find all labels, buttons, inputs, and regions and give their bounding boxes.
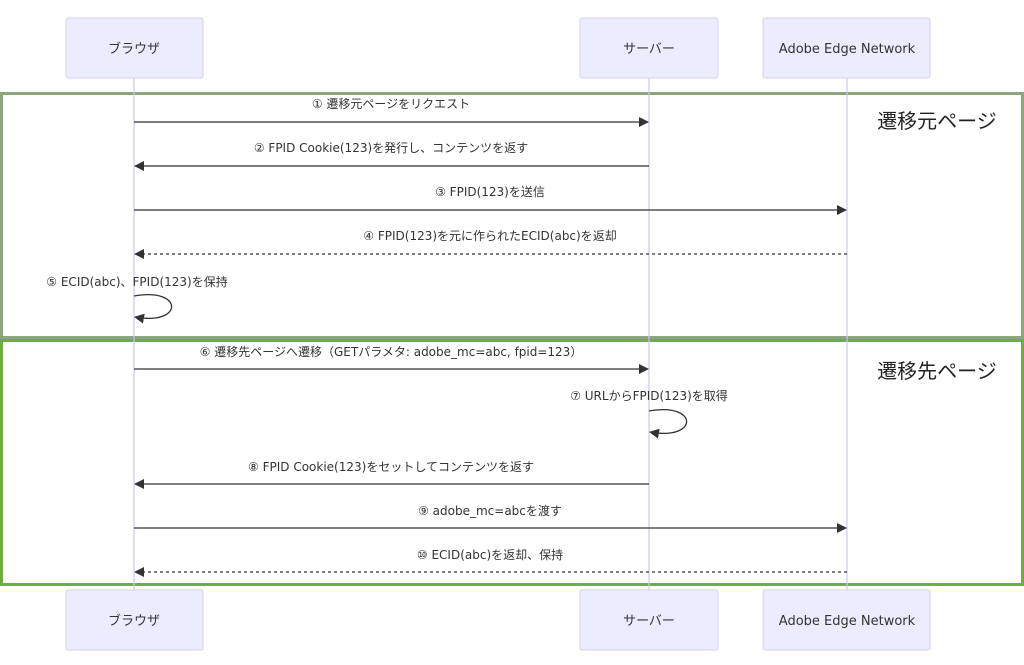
actor-browser-top: ブラウザ (65, 17, 204, 79)
message-5: ⑤ ECID(abc)、FPID(123)を保持 (46, 274, 228, 324)
actor-edge-network-bottom: Adobe Edge Network (762, 589, 931, 651)
actor-label: サーバー (623, 42, 675, 57)
message-3: ③ FPID(123)を送信 (134, 184, 847, 215)
message-10: ⑩ ECID(abc)を返却、保持 (134, 547, 847, 577)
message-3-label: ③ FPID(123)を送信 (435, 184, 545, 199)
actor-browser-bottom: ブラウザ (65, 589, 204, 651)
message-1-label: ① 遷移元ページをリクエスト (312, 97, 470, 111)
actor-edge-network-top: Adobe Edge Network (762, 17, 931, 79)
message-6-label: ⑥ 遷移先ページへ遷移（GETパラメタ: adobe_mc=abc, fpid=… (200, 345, 583, 359)
actor-label: サーバー (623, 614, 675, 629)
actor-label: Adobe Edge Network (779, 614, 916, 629)
message-7-label: ⑦ URLからFPID(123)を取得 (570, 388, 728, 403)
actor-server-top: サーバー (579, 17, 719, 79)
message-8-label: ⑧ FPID Cookie(123)をセットしてコンテンツを返す (248, 460, 534, 474)
message-7-self-loop-arrow (648, 409, 688, 439)
actor-label: ブラウザ (108, 613, 160, 629)
section-label-destination-page: 遷移先ページ (877, 359, 997, 383)
message-6: ⑥ 遷移先ページへ遷移（GETパラメタ: adobe_mc=abc, fpid=… (134, 345, 649, 374)
section-label-source-page: 遷移元ページ (877, 109, 997, 133)
message-4-label: ④ FPID(123)を元に作られたECID(abc)を返却 (363, 229, 616, 243)
actor-label: Adobe Edge Network (779, 42, 916, 57)
message-9: ⑨ adobe_mc=abcを渡す (134, 503, 847, 533)
section-frame-destination-page (0, 339, 1024, 586)
message-9-label: ⑨ adobe_mc=abcを渡す (418, 503, 562, 518)
actor-label: ブラウザ (108, 41, 160, 57)
section-frame-source-page (0, 92, 1024, 339)
message-1: ① 遷移元ページをリクエスト (134, 97, 649, 127)
message-4: ④ FPID(123)を元に作られたECID(abc)を返却 (134, 229, 847, 259)
message-2-label: ② FPID Cookie(123)を発行し、コンテンツを返す (254, 141, 528, 155)
message-8: ⑧ FPID Cookie(123)をセットしてコンテンツを返す (134, 460, 649, 489)
message-2: ② FPID Cookie(123)を発行し、コンテンツを返す (134, 141, 649, 171)
message-10-label: ⑩ ECID(abc)を返却、保持 (417, 547, 563, 562)
message-7: ⑦ URLからFPID(123)を取得 (570, 388, 728, 439)
message-5-self-loop-arrow (133, 294, 173, 324)
actor-server-bottom: サーバー (579, 589, 719, 651)
message-5-label: ⑤ ECID(abc)、FPID(123)を保持 (46, 274, 227, 289)
